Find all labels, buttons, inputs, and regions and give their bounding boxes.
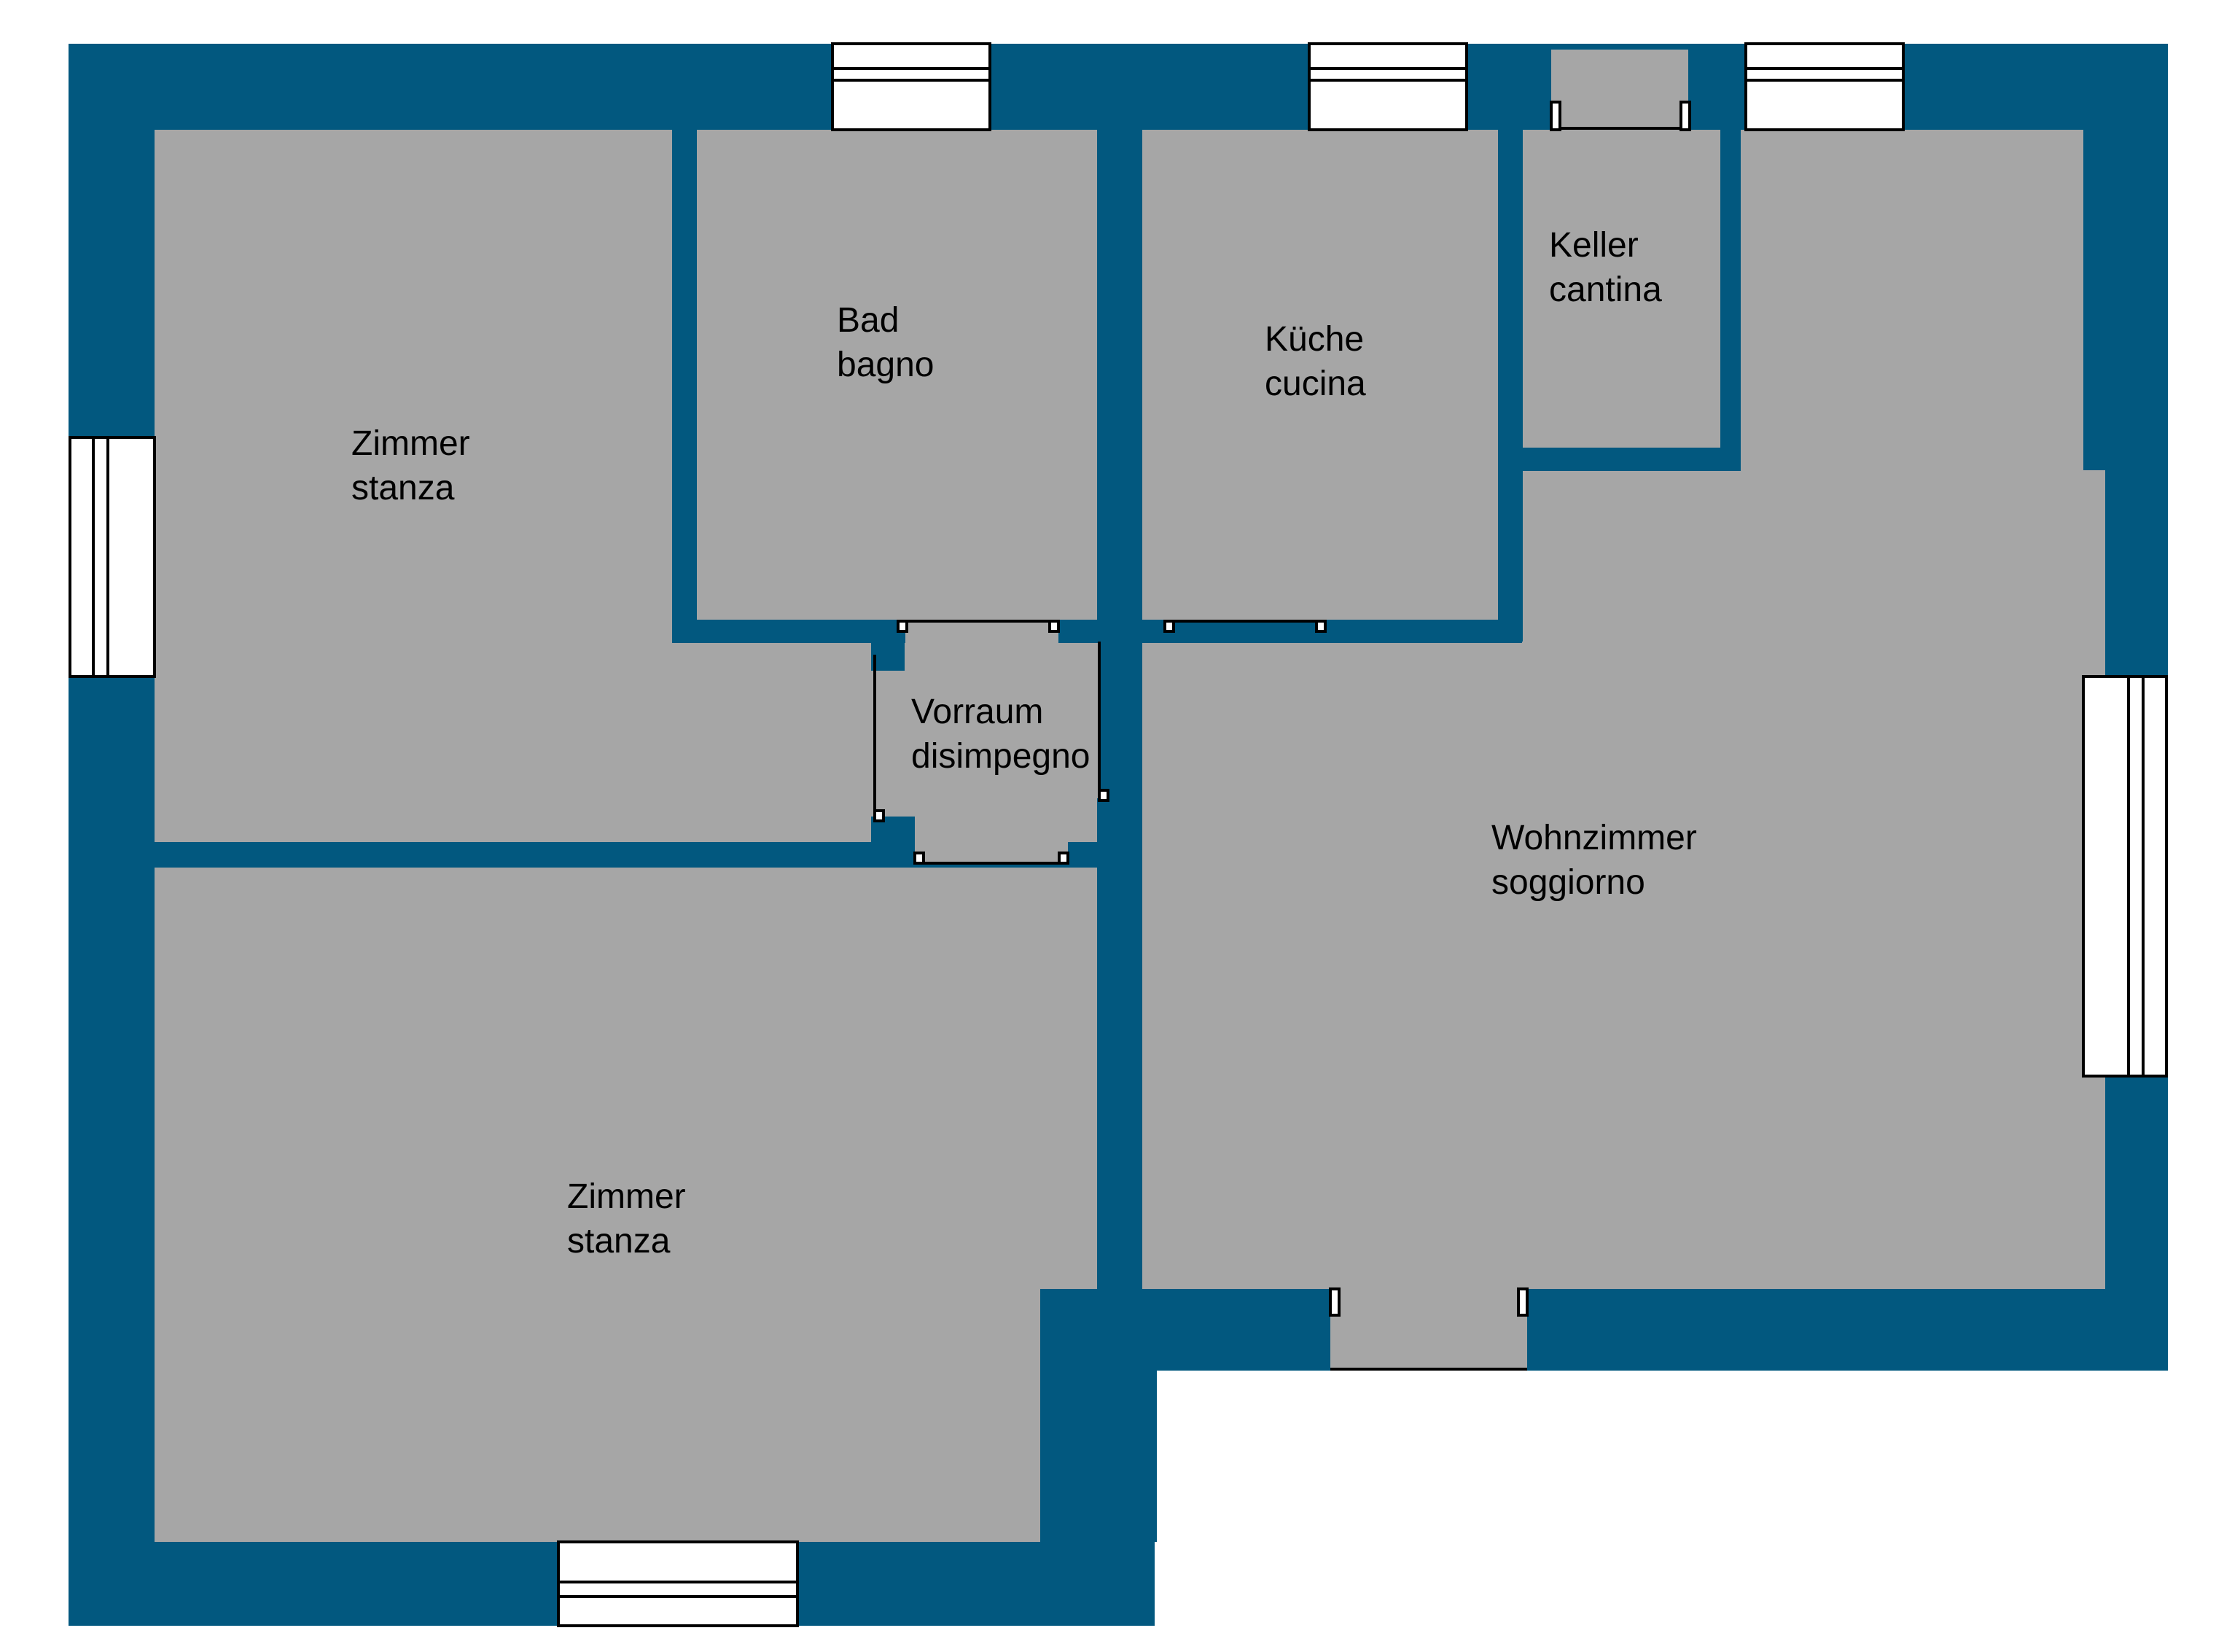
window-left-zimmer [69,436,156,678]
door-jamb-5 [873,809,885,822]
keller-jamb-left [1550,101,1561,131]
label-wohnzimmer-2: soggiorno [1491,863,1645,902]
wall-zimmer-bad [672,130,697,642]
floor-zimmer-bottom [155,868,1097,1290]
door-jamb-8 [1098,789,1109,802]
keller-jamb-right [1679,101,1691,131]
label-bad-1: Bad [837,301,899,340]
floor-keller-door-niche [1551,50,1688,130]
label-zimmer-top-2: stanza [351,469,455,507]
window-bottom-zimmer [557,1540,799,1627]
vorraum-outline [873,620,1327,865]
wall-keller-top-right [1688,44,1741,130]
label-zimmer-bottom-2: stanza [567,1222,671,1261]
wall-vorraum-br [1068,842,1099,868]
wall-zimmer-split [155,842,883,867]
floor-zimmer-bottom-lower [155,1283,1040,1542]
floor-bad [696,130,1097,620]
door-jamb-2 [1048,620,1060,633]
wall-zimmer-notch [1040,1289,1157,1542]
door-jamb-4 [1315,620,1327,633]
floor-kueche [1142,130,1498,620]
label-vorraum-1: Vorraum [911,693,1043,731]
floor-wohnzimmer-main [1142,643,2104,1289]
interior-walls [155,44,1741,1542]
label-wohnzimmer-1: Wohnzimmer [1491,819,1697,857]
wall-bad-bottom-right [1058,620,1098,643]
floor-entrance-niche [1330,1289,1527,1369]
wall-bad-bottom-left [672,620,905,643]
door-jamb-3 [1163,620,1175,633]
room-labels: Zimmer stanza Bad bagno Küche cucina Kel… [351,226,1697,1261]
wall-keller-bottom [1498,448,1741,471]
wall-zimmer-wohn [1097,798,1142,1298]
window-right-wohnzimmer [2082,675,2168,1078]
entrance-jamb-left [1329,1287,1341,1317]
window-top-wohnzimmer [1744,42,1905,131]
vorraum-border [873,620,1101,865]
label-kueche-2: cucina [1265,365,1366,403]
windows [69,42,2168,1627]
label-keller-2: cantina [1549,270,1662,309]
wall-bad-kueche [1097,130,1142,642]
label-zimmer-top-1: Zimmer [351,424,470,463]
wall-kueche-keller [1498,130,1523,642]
window-top-kueche [1308,42,1468,131]
wall-keller-top-left [1470,44,1551,130]
door-jamb-6 [913,852,925,865]
label-keller-1: Keller [1549,226,1639,265]
door-niches [1329,101,1691,1371]
wall-kueche-bottom-right [1325,620,1521,643]
floors [155,50,2105,1542]
floor-keller [1522,130,1720,448]
entrance-jamb-right [1517,1287,1529,1317]
door-jamb-1 [897,620,908,633]
label-zimmer-bottom-1: Zimmer [567,1177,686,1216]
wall-keller-right [1720,130,1741,471]
label-bad-2: bagno [837,346,934,384]
wall-vorraum-bl [871,817,915,868]
wall-kueche-bottom-left [1137,620,1166,643]
label-vorraum-2: disimpegno [911,737,1090,776]
label-kueche-1: Küche [1265,320,1364,359]
door-jamb-7 [1058,852,1069,865]
window-top-bad [831,42,991,131]
